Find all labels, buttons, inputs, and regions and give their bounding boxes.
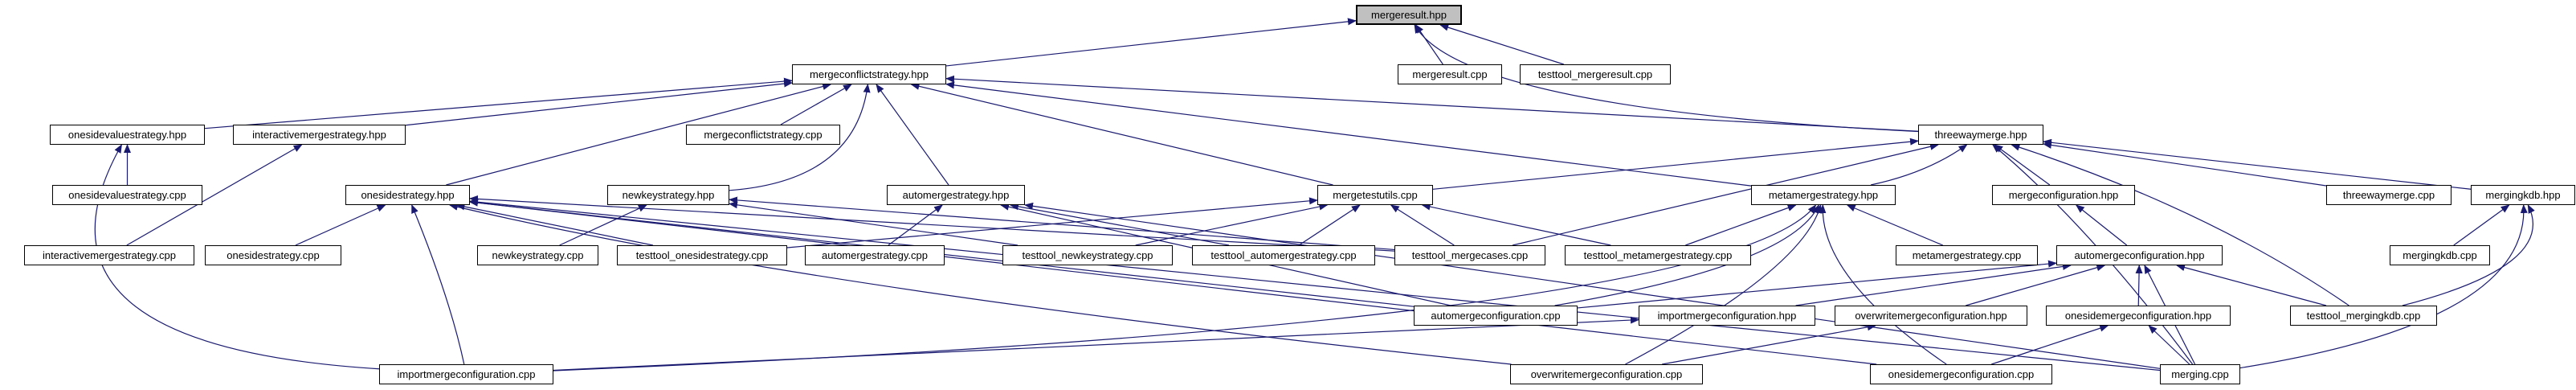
edge-importmergeconfiguration-cpp-to-metamergestrategy-hpp [553, 204, 1817, 372]
edge-overwritemergeconfiguration-cpp-to-onesidestrategy-hpp [448, 203, 1512, 365]
node-testtool-mergecases-cpp[interactable]: testtool_mergecases.cpp [1394, 245, 1545, 265]
edge-interactivemergestrategy-cpp-to-interactivemergestrategy-hpp [126, 144, 303, 246]
node-threewaymerge-hpp[interactable]: threewaymerge.hpp [1918, 125, 2043, 145]
edge-testtool-mergeresult-cpp-to-mergeresult-hpp [1439, 23, 1564, 65]
node-testtool-mergingkdb-cpp[interactable]: testtool_mergingkdb.cpp [2290, 306, 2437, 326]
node-mergeresult-hpp: mergeresult.hpp [1356, 5, 1462, 25]
edge-newkeystrategy-hpp-to-mergeconflictstrategy-hpp [729, 84, 871, 191]
node-importmergeconfiguration-cpp[interactable]: importmergeconfiguration.cpp [379, 364, 553, 384]
edge-testtool-onesidestrategy-cpp-to-onesidestrategy-hpp [455, 203, 654, 246]
node-onesidevaluestrategy-cpp[interactable]: onesidevaluestrategy.cpp [52, 185, 202, 205]
edge-merging-cpp-to-onesidemergeconfiguration-hpp [2148, 325, 2190, 365]
node-onesidestrategy-hpp[interactable]: onesidestrategy.hpp [345, 185, 470, 205]
edge-testtool-mergecases-cpp-to-onesidestrategy-hpp [469, 195, 1395, 252]
edge-mergeconfiguration-hpp-to-threewaymerge-hpp [1994, 144, 2051, 186]
edge-overwritemergeconfiguration-cpp-to-overwritemergeconfiguration-hpp [1662, 323, 1876, 365]
edge-newkeystrategy-cpp-to-newkeystrategy-hpp [559, 204, 647, 246]
node-onesidestrategy-cpp[interactable]: onesidestrategy.cpp [205, 245, 341, 265]
node-newkeystrategy-hpp[interactable]: newkeystrategy.hpp [607, 185, 729, 205]
edge-testtool-newkeystrategy-cpp-to-newkeystrategy-hpp [729, 201, 1019, 246]
edge-mergeconflictstrategy-cpp-to-mergeconflictstrategy-hpp [780, 84, 852, 125]
node-metamergestrategy-cpp[interactable]: metamergestrategy.cpp [1896, 245, 2038, 265]
edge-onesidestrategy-cpp-to-onesidestrategy-hpp [295, 204, 386, 246]
node-testtool-newkeystrategy-cpp[interactable]: testtool_newkeystrategy.cpp [1002, 245, 1173, 265]
edge-mergetestutils-cpp-to-mergeconflictstrategy-hpp [910, 82, 1333, 186]
node-automergestrategy-hpp[interactable]: automergestrategy.hpp [887, 185, 1025, 205]
edge-interactivemergestrategy-hpp-to-mergeconflictstrategy-hpp [405, 80, 793, 126]
node-metamergestrategy-hpp[interactable]: metamergestrategy.hpp [1751, 185, 1896, 205]
edge-importmergeconfiguration-cpp-to-onesidestrategy-hpp [411, 204, 465, 365]
node-testtool-automergestrategy-cpp[interactable]: testtool_automergestrategy.cpp [1192, 245, 1375, 265]
node-merging-cpp[interactable]: merging.cpp [2160, 364, 2240, 384]
node-mergingkdb-hpp[interactable]: mergingkdb.hpp [2471, 185, 2575, 205]
edge-metamergestrategy-hpp-to-threewaymerge-hpp [1870, 144, 1968, 186]
node-onesidevaluestrategy-hpp[interactable]: onesidevaluestrategy.hpp [50, 125, 205, 145]
node-threewaymerge-cpp[interactable]: threewaymerge.cpp [2326, 185, 2451, 205]
edge-automergeconfiguration-hpp-to-mergeconfiguration-hpp [2075, 204, 2128, 246]
edge-testtool-mergingkdb-cpp-to-mergingkdb-hpp [2402, 204, 2535, 306]
edge-onesidemergeconfiguration-cpp-to-onesidemergeconfiguration-hpp [1991, 324, 2109, 365]
node-testtool-metamergestrategy-cpp[interactable]: testtool_metamergestrategy.cpp [1565, 245, 1751, 265]
node-testtool-mergeresult-cpp[interactable]: testtool_mergeresult.cpp [1520, 64, 1671, 84]
node-newkeystrategy-cpp[interactable]: newkeystrategy.cpp [477, 245, 598, 265]
node-importmergeconfiguration-hpp[interactable]: importmergeconfiguration.hpp [1639, 306, 1815, 326]
edge-onesidemergeconfiguration-cpp-to-metamergestrategy-hpp [1819, 204, 1947, 365]
edge-group [94, 18, 2535, 372]
edge-testtool-mergecases-cpp-to-mergetestutils-cpp [1390, 204, 1455, 246]
edge-testtool-metamergestrategy-cpp-to-metamergestrategy-hpp [1685, 204, 1797, 246]
node-mergeconflictstrategy-hpp[interactable]: mergeconflictstrategy.hpp [792, 64, 946, 84]
edge-threewaymerge-hpp-to-mergeconflictstrategy-hpp [945, 75, 1919, 132]
edge-metamergestrategy-cpp-to-metamergestrategy-hpp [1846, 204, 1943, 246]
edge-importmergeconfiguration-cpp-to-importmergeconfiguration-hpp [553, 316, 1639, 372]
node-testtool-onesidestrategy-cpp[interactable]: testtool_onesidestrategy.cpp [617, 245, 787, 265]
edge-testtool-mergingkdb-cpp-to-automergeconfiguration-hpp [2176, 264, 2327, 306]
node-automergeconfiguration-cpp[interactable]: automergeconfiguration.cpp [1414, 306, 1578, 326]
edge-testtool-mergecases-cpp-to-threewaymerge-hpp [1512, 142, 1939, 246]
edge-automergeconfiguration-cpp-to-automergeconfiguration-hpp [1577, 260, 2057, 309]
edge-testtool-onesidestrategy-cpp-to-mergetestutils-cpp [786, 197, 1318, 248]
node-mergeconfiguration-hpp[interactable]: mergeconfiguration.hpp [1992, 185, 2135, 205]
edge-mergingkdb-hpp-to-threewaymerge-hpp [2043, 138, 2472, 190]
node-mergingkdb-cpp[interactable]: mergingkdb.cpp [2390, 245, 2490, 265]
edge-testtool-automergestrategy-cpp-to-automergestrategy-hpp [1010, 203, 1230, 246]
edge-merging-cpp-to-threewaymerge-hpp [1992, 144, 2194, 365]
edge-overwritemergeconfiguration-cpp-to-metamergestrategy-hpp [1625, 204, 1823, 365]
edge-mergingkdb-cpp-to-mergingkdb-hpp [2453, 204, 2510, 246]
node-mergeresult-cpp[interactable]: mergeresult.cpp [1398, 64, 1502, 84]
node-automergeconfiguration-hpp[interactable]: automergeconfiguration.hpp [2056, 245, 2223, 265]
node-onesidemergeconfiguration-hpp[interactable]: onesidemergeconfiguration.hpp [2046, 306, 2231, 326]
edge-testtool-mergecases-cpp-to-newkeystrategy-hpp [729, 196, 1395, 251]
node-interactivemergestrategy-cpp[interactable]: interactivemergestrategy.cpp [24, 245, 194, 265]
edge-testtool-newkeystrategy-cpp-to-mergetestutils-cpp [1135, 203, 1329, 246]
edge-testtool-metamergestrategy-cpp-to-mergetestutils-cpp [1421, 203, 1611, 246]
edge-automergestrategy-cpp-to-automergestrategy-hpp [888, 204, 943, 246]
edge-testtool-automergestrategy-cpp-to-mergetestutils-cpp [1298, 204, 1361, 246]
edge-importmergeconfiguration-hpp-to-automergeconfiguration-hpp [1795, 262, 2072, 306]
edge-onesidestrategy-hpp-to-mergeconflictstrategy-hpp [446, 83, 832, 186]
edge-mergeresult-cpp-to-mergeresult-hpp [1415, 24, 1443, 65]
edge-testtool-mergingkdb-cpp-to-threewaymerge-hpp [2011, 143, 2349, 306]
node-interactivemergestrategy-hpp[interactable]: interactivemergestrategy.hpp [233, 125, 406, 145]
edge-merging-cpp-to-automergestrategy-hpp [1024, 202, 2161, 369]
edge-merging-cpp-to-onesidestrategy-hpp [469, 198, 2161, 372]
node-mergetestutils-cpp[interactable]: mergetestutils.cpp [1317, 185, 1433, 205]
edge-onesidevaluestrategy-hpp-to-mergeconflictstrategy-hpp [204, 77, 793, 129]
edge-metamergestrategy-hpp-to-mergeconflictstrategy-hpp [945, 81, 1752, 187]
node-automergestrategy-cpp[interactable]: automergestrategy.cpp [805, 245, 945, 265]
edge-overwritemergeconfiguration-hpp-to-automergeconfiguration-hpp [1966, 264, 2106, 306]
edge-merging-cpp-to-mergingkdb-hpp [2239, 204, 2528, 369]
node-overwritemergeconfiguration-cpp[interactable]: overwritemergeconfiguration.cpp [1510, 364, 1703, 384]
edge-automergestrategy-hpp-to-mergeconflictstrategy-hpp [876, 84, 949, 186]
edge-mergeconflictstrategy-hpp-to-mergeresult-hpp [945, 18, 1357, 67]
node-overwritemergeconfiguration-hpp[interactable]: overwritemergeconfiguration.hpp [1835, 306, 2027, 326]
node-mergeconflictstrategy-cpp[interactable]: mergeconflictstrategy.cpp [686, 125, 840, 145]
edge-mergetestutils-cpp-to-threewaymerge-hpp [1432, 138, 1919, 190]
node-onesidemergeconfiguration-cpp[interactable]: onesidemergeconfiguration.cpp [1870, 364, 2052, 384]
edge-onesidemergeconfiguration-hpp-to-automergeconfiguration-hpp [2135, 265, 2143, 306]
edge-threewaymerge-hpp-to-mergeresult-hpp [1414, 24, 1919, 133]
edge-threewaymerge-cpp-to-threewaymerge-hpp [2043, 142, 2327, 187]
